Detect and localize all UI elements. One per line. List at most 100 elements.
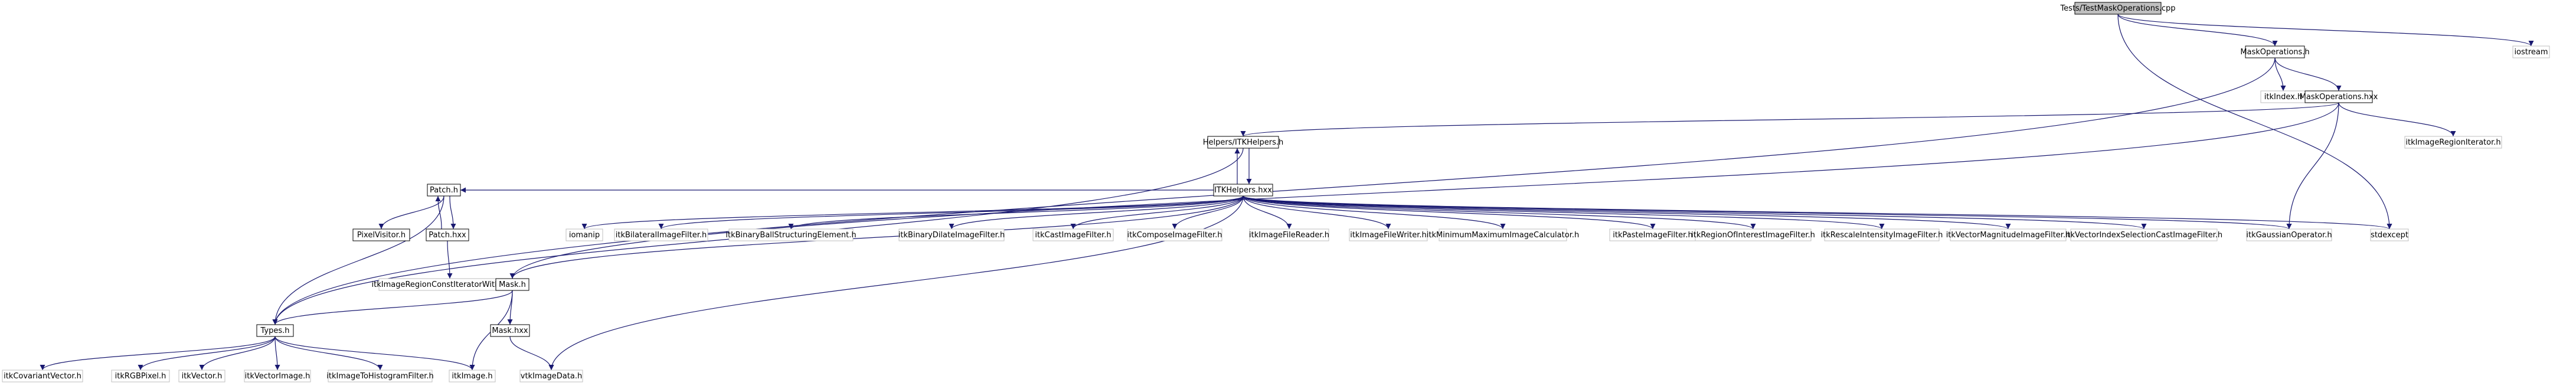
node-label: itkRegionOfInterestImageFilter.h [1691, 231, 1815, 240]
node-box [1439, 228, 1567, 241]
node-label: Patch.hxx [429, 231, 466, 240]
node-label: itkIndex.h [2264, 93, 2302, 102]
edge-itk-helpers-hxx-to-mask-h [509, 195, 1244, 279]
node-label: itkImageFileWriter.h [1350, 231, 1427, 240]
node-box [427, 184, 461, 197]
node-itk-cov-vec: itkCovariantVector.h [2, 370, 83, 383]
edge-types-h-to-itk-vector-image [274, 336, 280, 371]
edge-itk-helpers-hxx-to-itk-bilateral [658, 195, 1244, 230]
edge-itk-helpers-hxx-to-itk-rescale [1243, 195, 1885, 230]
node-stdexcept: stdexcept [2370, 228, 2409, 241]
node-label: ITKHelpers.hxx [1214, 186, 1272, 195]
node-itk-index-h: itkIndex.h [2260, 90, 2306, 103]
node-helpers-itk-h[interactable]: Helpers/ITKHelpers.h [1203, 136, 1284, 149]
node-itk-paste: itkPasteImageFilter.h [1609, 228, 1696, 241]
node-root[interactable]: Tests/TestMaskOperations.cpp [2060, 2, 2176, 15]
node-label: itkGaussianOperator.h [2246, 231, 2332, 240]
node-box [898, 228, 1005, 241]
node-patch-h[interactable]: Patch.h [427, 184, 461, 197]
edge-mask-operations-hxx-to-helpers-itk-h [1241, 102, 2339, 137]
edge-itk-helpers-hxx-to-itk-binary-ball [788, 195, 1244, 230]
node-mask-operations-hxx[interactable]: MaskOperations.hxx [2300, 90, 2378, 103]
node-box [328, 370, 433, 383]
node-mask-hxx[interactable]: Mask.hxx [490, 324, 530, 337]
node-label: itkImageToHistogramFilter.h [326, 372, 433, 381]
edge-types-h-to-itk-vector [199, 336, 276, 371]
node-box [2, 370, 83, 383]
node-label: itkVector.h [182, 372, 223, 381]
node-pixel-visitor-h[interactable]: PixelVisitor.h [352, 228, 410, 241]
edges-layer [40, 14, 2534, 371]
node-itk-rgb: itkRGBPixel.h [111, 370, 170, 383]
node-itk-image-region-iterator-h: itkImageRegionIterator.h [2404, 136, 2502, 149]
node-box [490, 324, 530, 337]
edge-itk-helpers-hxx-to-itk-reader [1243, 195, 1292, 230]
edge-itk-helpers-hxx-to-itk-writer [1243, 195, 1391, 230]
edge-itk-helpers-hxx-to-itk-paste [1243, 195, 1656, 230]
node-label: stdexcept [2371, 231, 2408, 240]
node-types-h[interactable]: Types.h [256, 324, 294, 337]
node-itk-binary-ball: itkBinaryBallStructuringElement.h [725, 228, 857, 241]
node-box [2246, 228, 2332, 241]
node-itk-bilateral: itkBilateralImageFilter.h [614, 228, 708, 241]
node-box [1349, 228, 1428, 241]
node-box [614, 228, 708, 241]
node-itk-roi: itkRegionOfInterestImageFilter.h [1691, 228, 1815, 241]
node-label: itkBilateralImageFilter.h [616, 231, 707, 240]
edge-itk-helpers-hxx-to-itk-compose [1172, 195, 1244, 230]
edge-types-h-to-itk-image [274, 336, 475, 371]
node-box [2512, 45, 2550, 58]
edge-types-h-to-itk-rgb [138, 336, 276, 371]
edge-itk-helpers-hxx-to-itk-binary-dilate [949, 195, 1244, 230]
node-label: Tests/TestMaskOperations.cpp [2060, 4, 2175, 13]
node-itk-compose: itkComposeImageFilter.h [1127, 228, 1222, 241]
node-box [1032, 228, 1114, 241]
node-box [2245, 45, 2305, 58]
edge-itk-helpers-hxx-to-itk-vec-mag [1243, 195, 2011, 230]
node-box [111, 370, 170, 383]
edge-mask-operations-h-to-itk-index-h [2274, 57, 2286, 91]
edge-root-to-mask-operations-h [2117, 14, 2278, 47]
edge-mask-h-to-types-h [272, 290, 513, 325]
node-label: itkVectorImage.h [245, 372, 310, 381]
node-box [519, 370, 583, 383]
node-label: itkComposeImageFilter.h [1127, 231, 1222, 240]
edge-itk-helpers-hxx-to-stdexcept [1243, 195, 2392, 230]
edge-itk-helpers-hxx-to-iomanip [581, 195, 1244, 230]
node-patch-hxx[interactable]: Patch.hxx [426, 228, 469, 241]
node-box [256, 324, 294, 337]
node-label: itkImageFileReader.h [1249, 231, 1329, 240]
node-label: Mask.hxx [492, 326, 528, 335]
node-itk-rescale: itkRescaleIntensityImageFilter.h [1821, 228, 1943, 241]
node-itk-vector: itkVector.h [178, 370, 225, 383]
node-box [1213, 184, 1273, 197]
edge-itk-helpers-hxx-to-itk-gauss [1243, 195, 2291, 230]
node-itk-image: itkImage.h [449, 370, 496, 383]
edge-itk-helpers-hxx-to-itk-cast [1070, 195, 1244, 230]
node-box [1824, 228, 1940, 241]
node-itk-vec-mag: itkVectorMagnitudeImageFilter.h [1946, 228, 2071, 241]
node-itk-helpers-hxx[interactable]: ITKHelpers.hxx [1213, 184, 1273, 197]
edge-mask-operations-hxx-to-itk-gauss [2286, 102, 2339, 230]
edge-itk-helpers-hxx-to-itk-roi [1243, 195, 1756, 230]
node-box [2070, 228, 2218, 241]
node-label: Patch.h [430, 186, 458, 195]
node-itk-binary-dilate: itkBinaryDilateImageFilter.h [898, 228, 1005, 241]
node-box [2404, 136, 2502, 149]
node-label: Mask.h [499, 280, 526, 289]
node-itk-cast: itkCastImageFilter.h [1032, 228, 1114, 241]
edge-patch-hxx-to-itk-const-iter-idx [447, 240, 453, 279]
node-label: itkVectorMagnitudeImageFilter.h [1946, 231, 2071, 240]
edge-root-to-iostream [2117, 14, 2534, 47]
edge-patch-hxx-to-patch-h [435, 195, 442, 230]
node-label: PixelVisitor.h [357, 231, 406, 240]
edge-mask-operations-h-to-types-h [272, 57, 2276, 325]
node-mask-h[interactable]: Mask.h [495, 278, 529, 291]
node-label: itkBinaryDilateImageFilter.h [898, 231, 1005, 240]
node-mask-operations-h[interactable]: MaskOperations.h [2240, 45, 2310, 58]
node-box [244, 370, 311, 383]
node-label: itkRescaleIntensityImageFilter.h [1821, 231, 1943, 240]
node-label: MaskOperations.h [2240, 48, 2309, 57]
node-label: itkImage.h [452, 372, 492, 381]
node-label: itkBinaryBallStructuringElement.h [725, 231, 856, 240]
